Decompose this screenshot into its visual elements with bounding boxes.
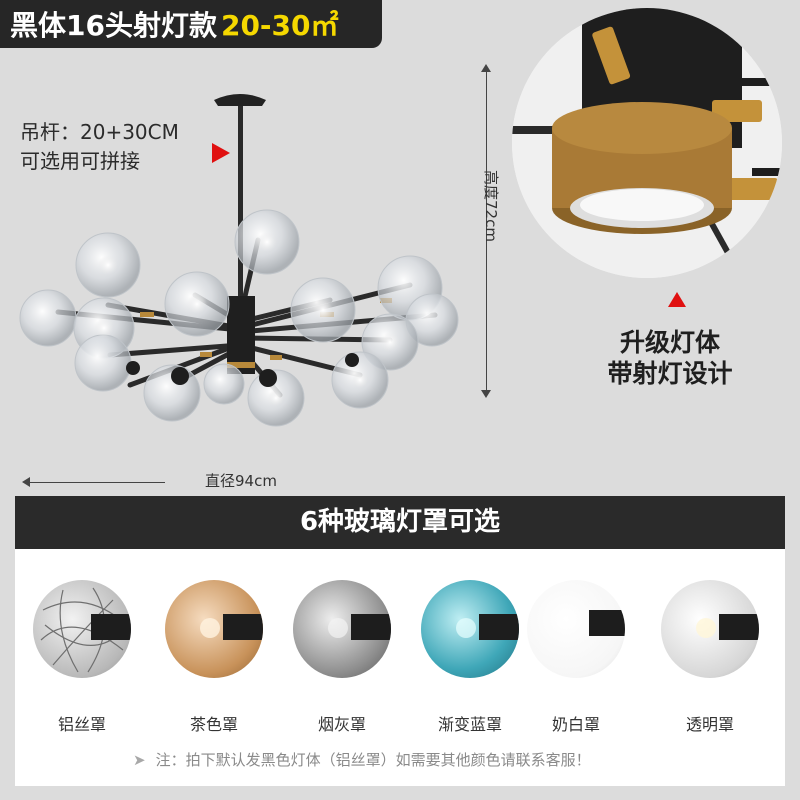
- diameter-dimension-line: [22, 477, 165, 487]
- shade-options-panel: 6种玻璃灯罩可选 铝丝罩 茶色罩 烟灰罩 渐变蓝罩 奶白罩 透明罩 ➤ 注：拍下默…: [15, 496, 785, 786]
- shade-label-aluminum-wire: 铝丝罩: [57, 715, 106, 734]
- shade-options-heading: 6种玻璃灯罩可选: [15, 496, 785, 549]
- shade-smoke-grey[interactable]: [293, 580, 391, 678]
- shade-label-gradient-blue: 渐变蓝罩: [437, 715, 502, 734]
- area-badge: 20-30㎡: [220, 9, 339, 42]
- height-label: 高度72cm: [482, 170, 500, 242]
- fixture-detail-illustration: [512, 8, 782, 278]
- height-dimension-line: [481, 64, 491, 398]
- upgrade-feature-text: 升级灯体 带射灯设计: [595, 327, 745, 389]
- white-shade-socket-icon: [589, 610, 625, 636]
- note-text: 注：拍下默认发黑色灯体（铝丝罩）如需要其他颜色请联系客服！: [155, 751, 591, 769]
- red-arrow-right-icon: [212, 143, 230, 163]
- shade-label-tea: 茶色罩: [189, 715, 238, 734]
- shade-tea[interactable]: [165, 580, 263, 678]
- title-bar: 黑体16头射灯款 20-30㎡: [0, 0, 382, 48]
- upgrade-line-1: 升级灯体: [619, 328, 720, 357]
- shade-clear[interactable]: [661, 580, 759, 678]
- grey-shade-socket-icon: [328, 614, 391, 640]
- upgrade-line-2: 带射灯设计: [607, 359, 733, 388]
- note-arrow-icon: ➤: [133, 751, 146, 769]
- shade-milk-white[interactable]: [527, 580, 625, 678]
- tea-shade-socket-icon: [200, 614, 263, 640]
- shade-label-milk-white: 奶白罩: [551, 715, 600, 734]
- rod-spec: 吊杆：20+30CM 可选用可拼接: [20, 118, 179, 176]
- red-arrow-up-icon: [668, 292, 686, 307]
- product-title: 黑体16头射灯款: [10, 9, 217, 42]
- shade-label-clear: 透明罩: [685, 715, 734, 734]
- rod-option-text: 可选用可拼接: [20, 149, 140, 173]
- wire-pattern-icon: [40, 587, 131, 673]
- shade-gradient-blue[interactable]: [421, 580, 519, 678]
- rod-length-text: 吊杆：20+30CM: [20, 120, 179, 144]
- clear-shade-socket-icon: [696, 614, 759, 640]
- detail-zoom-image: [512, 8, 782, 278]
- diameter-label: 直径94cm: [205, 472, 277, 490]
- chandelier-illustration: [19, 94, 459, 427]
- blue-shade-socket-icon: [456, 614, 519, 640]
- shade-aluminum-wire[interactable]: [33, 580, 131, 678]
- shade-label-smoke-grey: 烟灰罩: [317, 715, 366, 734]
- default-color-note: ➤ 注：拍下默认发黑色灯体（铝丝罩）如需要其他颜色请联系客服！: [133, 749, 591, 770]
